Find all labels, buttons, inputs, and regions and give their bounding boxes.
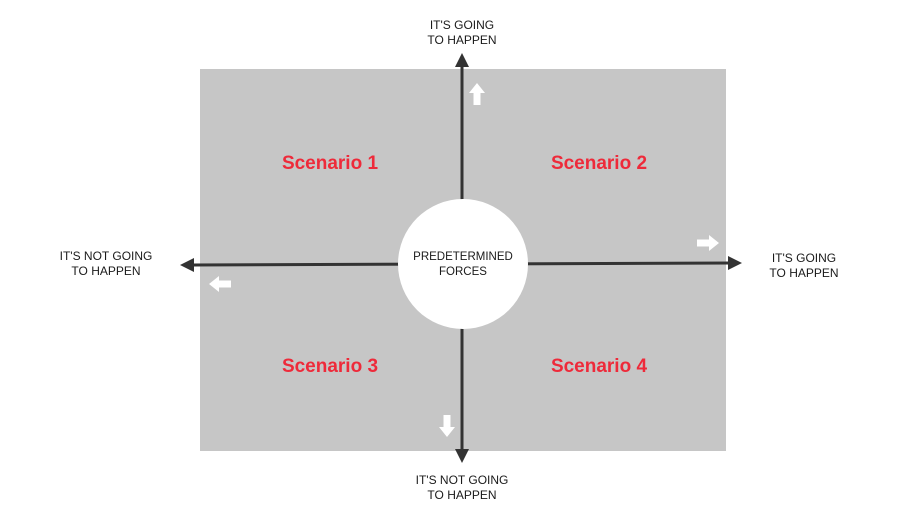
axis-arrowhead-down-icon <box>455 449 469 463</box>
axis-label-right: IT'S GOING TO HAPPEN <box>769 251 839 280</box>
axis-arrowhead-up-icon <box>455 53 469 67</box>
center-label: PREDETERMINED FORCES <box>413 251 513 278</box>
center-circle <box>398 199 528 329</box>
arrow-down-icon <box>439 415 455 437</box>
scenario-3-label: Scenario 3 <box>281 356 379 377</box>
arrow-up-icon <box>469 83 485 105</box>
axis-label-top: IT'S GOING TO HAPPEN <box>427 18 497 47</box>
axis-label-bottom: IT'S NOT GOING TO HAPPEN <box>415 473 509 502</box>
arrow-left-icon <box>209 276 231 292</box>
axis-arrowhead-right-icon <box>728 256 742 270</box>
arrow-right-icon <box>697 235 719 251</box>
scenario-2-label: Scenario 2 <box>550 153 648 174</box>
axis-arrowhead-left-icon <box>180 258 194 272</box>
scenario-4-label: Scenario 4 <box>550 356 648 377</box>
scenario-1-label: Scenario 1 <box>281 153 379 174</box>
axis-label-left: IT'S NOT GOING TO HAPPEN <box>59 249 153 278</box>
